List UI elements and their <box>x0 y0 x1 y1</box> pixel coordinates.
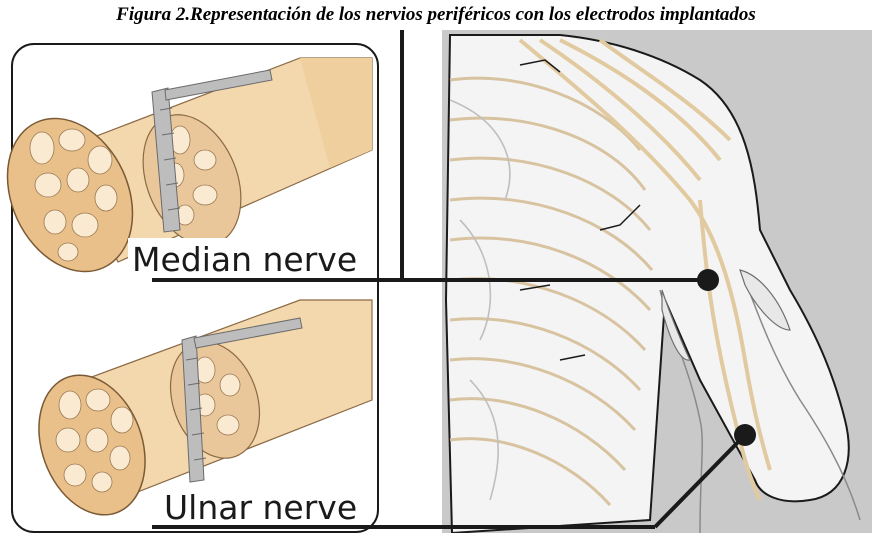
ulnar-nerve-label: Ulnar nerve <box>164 488 357 527</box>
median-nerve-label: Median nerve <box>132 240 357 279</box>
figure-caption: Figura 2.Representación de los nervios p… <box>0 4 872 26</box>
